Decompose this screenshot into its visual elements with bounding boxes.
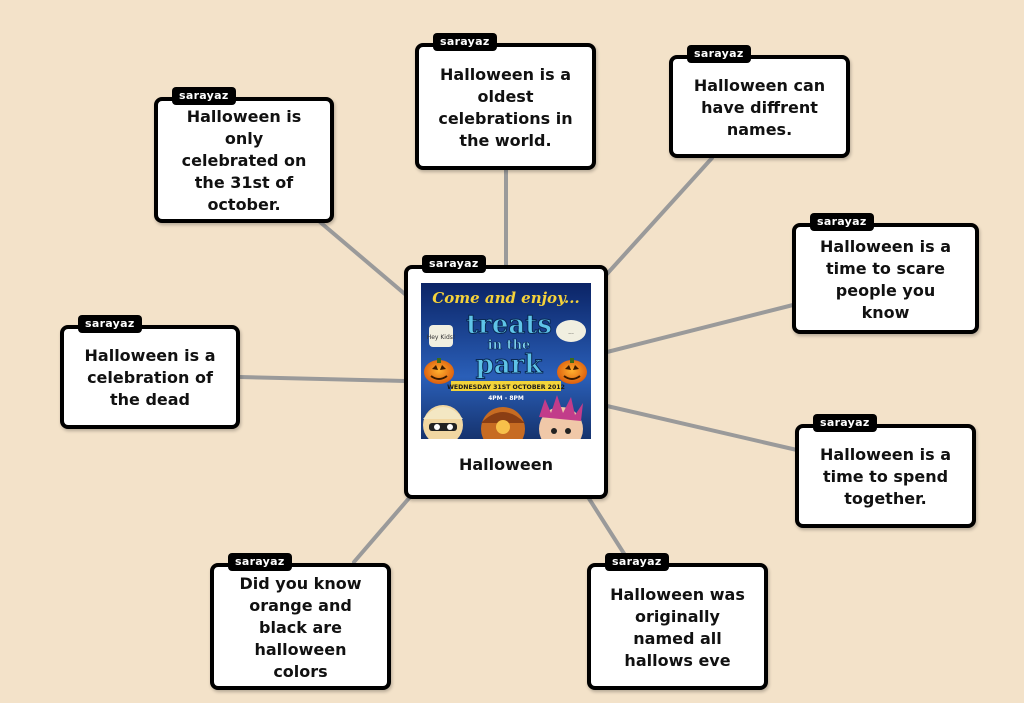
pumpkin-right-icon xyxy=(557,358,587,384)
center-card-halloween[interactable]: sarayaz Come and enjoy... treats in th xyxy=(404,255,608,499)
poster-bubble-right: ... xyxy=(568,329,574,336)
note-card-top[interactable]: sarayaz Halloween is a oldest celebratio… xyxy=(415,33,596,170)
note-card-right-upper[interactable]: sarayaz Halloween is a time to scare peo… xyxy=(792,213,979,334)
connector-top-right xyxy=(604,156,714,277)
connector-right-lower xyxy=(605,404,799,452)
author-tag[interactable]: sarayaz xyxy=(433,33,497,51)
author-tag[interactable]: sarayaz xyxy=(687,45,751,63)
connector-bottom-left xyxy=(352,495,412,564)
poster-image: Come and enjoy... treats in the park Hey… xyxy=(421,283,591,439)
note-card-top-right[interactable]: sarayaz Halloween can have diffrent name… xyxy=(669,45,850,158)
poster-title-line2: in the xyxy=(488,338,531,353)
note-text: Halloween was originally named all hallo… xyxy=(610,584,745,670)
pumpkin-left-icon xyxy=(424,358,454,384)
note-text: Halloween is only celebrated on the 31st… xyxy=(181,107,307,214)
poster-bubble-left: Hey Kids! xyxy=(427,334,456,341)
poster-characters xyxy=(423,395,583,439)
poster-time: 4PM - 8PM xyxy=(488,395,524,402)
note-text: Halloween can have diffrent names. xyxy=(693,75,826,139)
connector-bottom-right xyxy=(586,495,632,565)
author-tag[interactable]: sarayaz xyxy=(422,255,486,273)
note-text: Halloween is a time to spend together. xyxy=(820,445,951,508)
poster-headline: Come and enjoy... xyxy=(432,289,579,307)
note-text: Did you know orange and black are hallow… xyxy=(239,573,362,681)
author-tag[interactable]: sarayaz xyxy=(813,414,877,432)
connector-left xyxy=(238,375,407,383)
note-card-left[interactable]: sarayaz Halloween is a celebration of th… xyxy=(60,315,240,429)
connector-right-upper xyxy=(605,303,795,354)
note-text: Halloween is a time to scare people you … xyxy=(820,236,951,322)
poster-illustration: Come and enjoy... treats in the park Hey… xyxy=(421,283,591,439)
note-card-right-lower[interactable]: sarayaz Halloween is a time to spend tog… xyxy=(795,414,976,528)
author-tag[interactable]: sarayaz xyxy=(172,87,236,105)
note-card-top-left[interactable]: sarayaz Halloween is only celebrated on … xyxy=(154,87,334,223)
note-text: Halloween is a celebration of the dead xyxy=(84,346,216,409)
author-tag[interactable]: sarayaz xyxy=(605,553,669,571)
author-tag[interactable]: sarayaz xyxy=(228,553,292,571)
poster-title-line1: treats xyxy=(466,310,552,340)
author-tag[interactable]: sarayaz xyxy=(78,315,142,333)
note-card-bottom-right[interactable]: sarayaz Halloween was originally named a… xyxy=(587,553,768,690)
poster-date: WEDNESDAY 31ST OCTOBER 2012 xyxy=(447,384,565,391)
note-card-bottom-left[interactable]: sarayaz Did you know orange and black ar… xyxy=(210,553,391,690)
note-text: Halloween is a oldest celebrations in th… xyxy=(438,64,573,150)
poster-title-line3: park xyxy=(476,350,544,380)
author-tag[interactable]: sarayaz xyxy=(810,213,874,231)
connector-top-left xyxy=(318,220,408,297)
center-caption: Halloween xyxy=(458,455,554,474)
